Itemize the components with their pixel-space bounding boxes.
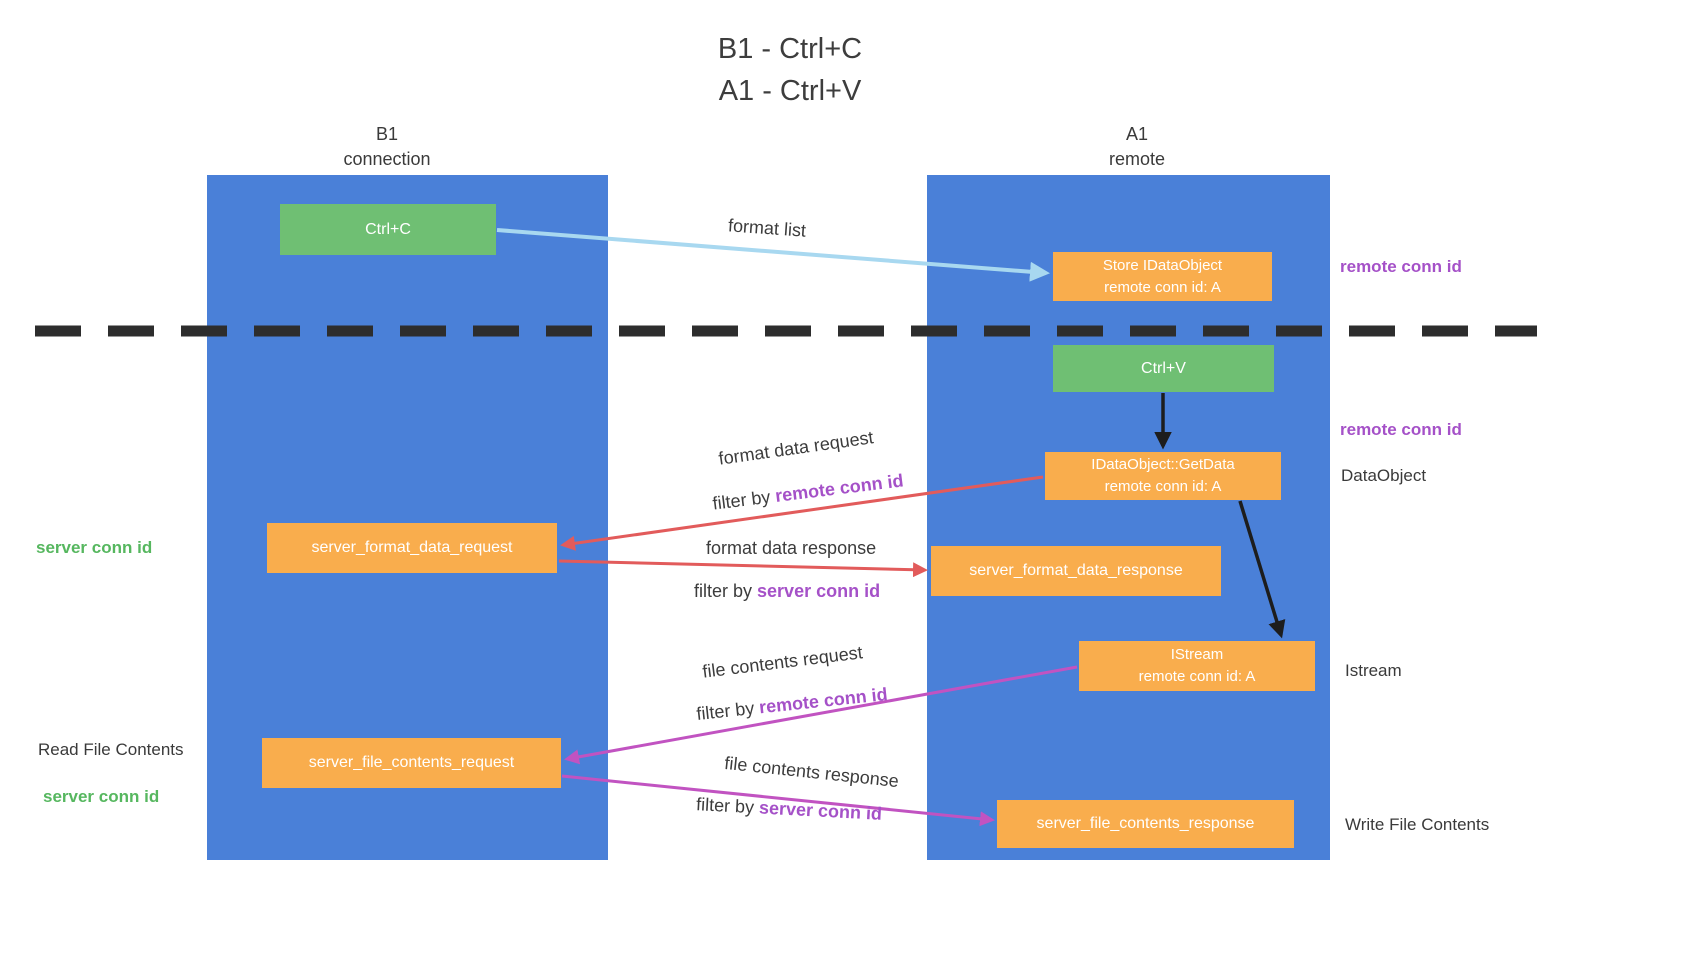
ctrl-v-box: Ctrl+V (1053, 345, 1274, 392)
ctrl-c-box: Ctrl+C (280, 204, 496, 255)
server-conn-id-lower-label: server conn id (43, 787, 160, 806)
idataobject-getdata-box: IDataObject::GetData remote conn id: A (1045, 452, 1281, 500)
server-file-contents-request-box: server_file_contents_request (262, 738, 561, 788)
read-file-contents-label: Read File Contents (38, 740, 184, 759)
left-column-name: B1 (375, 124, 399, 144)
format-data-response-filter: filter by server conn id (694, 581, 880, 602)
server-format-data-response-box: server_format_data_response (931, 546, 1221, 596)
getdata-to-istream-arrow (1238, 500, 1286, 639)
filter-by-text-4: filter by (695, 794, 760, 818)
server-file-contents-response-box: server_file_contents_response (997, 800, 1294, 848)
server-format-data-response-label: server_format_data_response (969, 562, 1183, 580)
istream-box: IStream remote conn id: A (1079, 641, 1315, 691)
getdata-line1: IDataObject::GetData (1091, 456, 1235, 474)
dataobject-label: DataObject (1341, 466, 1427, 485)
format-data-response-arrow (558, 559, 928, 578)
store-idataobject-line2: remote conn id: A (1104, 278, 1221, 296)
store-idataobject-box: Store IDataObject remote conn id: A (1053, 252, 1272, 301)
diagram-title: B1 - Ctrl+C A1 - Ctrl+V (0, 28, 1580, 112)
server-conn-id-upper-label: server conn id (36, 538, 153, 557)
remote-conn-id-mid-label: remote conn id (1340, 420, 1462, 439)
right-column-header: A1 remote (1037, 122, 1237, 172)
istream-line2: remote conn id: A (1138, 668, 1256, 685)
ctrl-c-label: Ctrl+C (365, 220, 411, 238)
right-column-subtitle: remote (1108, 149, 1166, 170)
title-line-2: A1 - Ctrl+V (718, 75, 862, 108)
remote-conn-id-top-label: remote conn id (1340, 257, 1462, 276)
ctrl-v-label: Ctrl+V (1141, 359, 1186, 377)
format-list-arrow (496, 228, 1050, 282)
file-contents-request-arrow (564, 665, 1078, 765)
format-data-request-arrow (560, 475, 1044, 551)
server-file-contents-response-label: server_file_contents_response (1036, 815, 1255, 833)
server-format-data-request-box: server_format_data_request (267, 523, 557, 573)
filter-by-text-2: filter by (694, 581, 758, 601)
istream-line1: IStream (1170, 646, 1224, 664)
file-contents-response-arrow (561, 774, 995, 827)
server-file-contents-request-label: server_file_contents_request (308, 754, 515, 772)
istream-side-label: Istream (1345, 661, 1402, 680)
server-format-data-request-label: server_format_data_request (311, 539, 513, 557)
store-idataobject-line1: Store IDataObject (1102, 256, 1223, 274)
format-data-response-label: format data response (706, 538, 877, 558)
getdata-line2: remote conn id: A (1104, 478, 1222, 495)
right-column-name: A1 (1125, 124, 1149, 144)
left-column-subtitle: connection (343, 149, 431, 170)
left-column-header: B1 connection (287, 122, 487, 172)
title-line-1: B1 - Ctrl+C (717, 33, 863, 65)
write-file-contents-label: Write File Contents (1345, 815, 1490, 834)
server-conn-id-filter-2: server conn id (757, 581, 881, 601)
